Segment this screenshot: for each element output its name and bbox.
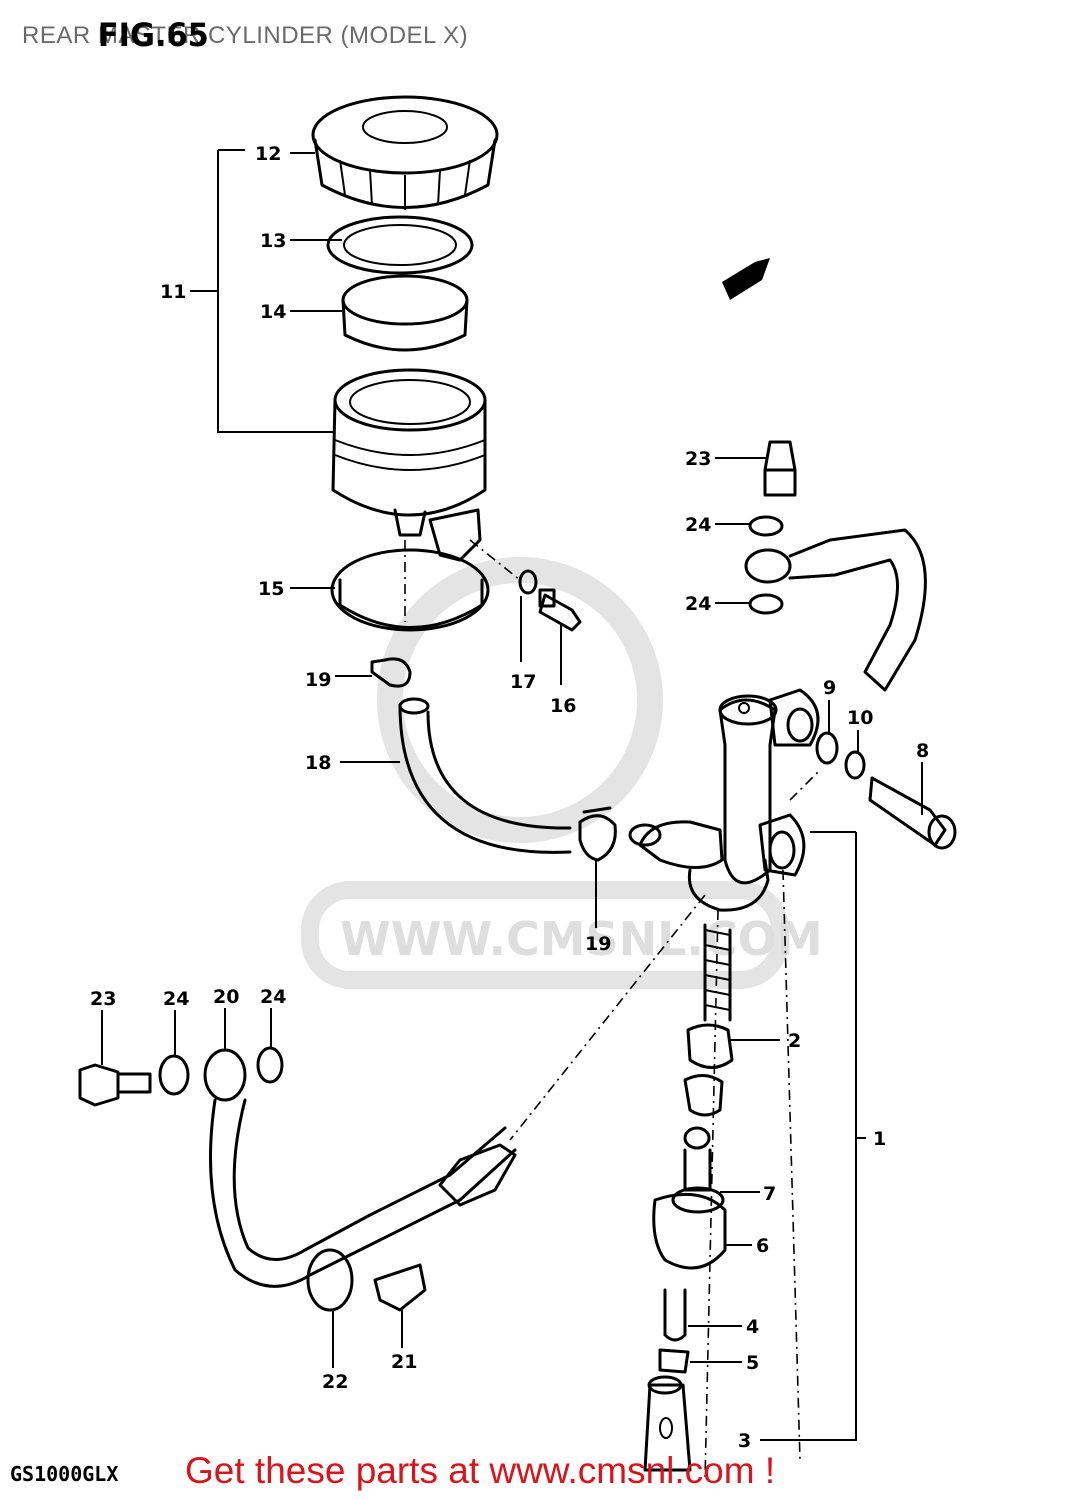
callout-12: 12 (255, 143, 281, 165)
callout-8: 8 (916, 740, 929, 762)
callout-20: 20 (213, 986, 239, 1008)
callout-1: 1 (873, 1128, 886, 1150)
callout-24-b: 24 (685, 593, 711, 615)
callout-24-c: 24 (163, 988, 189, 1010)
footer-cta-link[interactable]: Get these parts at www.cmsnl.com ! (185, 1450, 776, 1491)
reservoir-hose (398, 697, 572, 854)
callout-13: 13 (260, 230, 286, 252)
pushrod-assembly (643, 1288, 692, 1472)
reservoir-cap (311, 95, 499, 210)
callout-24-d: 24 (260, 986, 286, 1008)
watermark: WWW.CMSNL.COM (301, 557, 823, 989)
callout-17: 17 (510, 671, 536, 693)
callout-16: 16 (550, 695, 576, 717)
diaphragm-plate (326, 215, 474, 275)
reservoir-body (331, 368, 487, 537)
callout-9: 9 (823, 677, 836, 699)
fwd-arrow-icon (722, 258, 770, 300)
callout-23-bottom: 23 (90, 988, 116, 1010)
callout-11: 11 (160, 281, 186, 303)
model-code: GS1000GLX (10, 1462, 119, 1486)
hose-clip-top (370, 657, 412, 688)
callout-18: 18 (305, 752, 331, 774)
callout-2: 2 (788, 1030, 801, 1052)
callout-14: 14 (260, 301, 286, 323)
lower-brake-hose (78, 1046, 517, 1312)
upper-brake-hose (744, 440, 927, 692)
reservoir-bolt (518, 569, 582, 632)
assembly-lines (404, 539, 821, 1481)
callout-3: 3 (738, 1430, 751, 1452)
callout-23-top: 23 (685, 448, 711, 470)
pushrod-seal (652, 1126, 727, 1270)
callout-numbers: 12 13 11 14 15 19 17 16 18 19 23 24 24 9… (90, 143, 929, 1452)
master-cylinder-body (628, 688, 820, 912)
diaphragm (341, 274, 469, 352)
leader-lines (101, 149, 923, 1441)
reservoir-band (330, 508, 490, 632)
callout-22: 22 (322, 1371, 348, 1393)
callout-15: 15 (258, 578, 284, 600)
callout-5: 5 (746, 1352, 759, 1374)
callout-4: 4 (746, 1316, 759, 1338)
mounting-bolt (815, 731, 957, 850)
callout-10: 10 (847, 707, 873, 729)
callout-24-a: 24 (685, 514, 711, 536)
callout-19-top: 19 (305, 669, 331, 691)
hose-clip-mid (578, 806, 617, 862)
callout-6: 6 (756, 1235, 769, 1257)
watermark-url: WWW.CMSNL.COM (340, 912, 823, 966)
callout-7: 7 (763, 1183, 776, 1205)
callout-19-mid: 19 (585, 933, 611, 955)
callout-21: 21 (391, 1351, 417, 1373)
diagram-title: REAR MASTER CYLINDER (MODEL X) (22, 22, 469, 49)
figure-number: FIG.65 (97, 16, 209, 54)
